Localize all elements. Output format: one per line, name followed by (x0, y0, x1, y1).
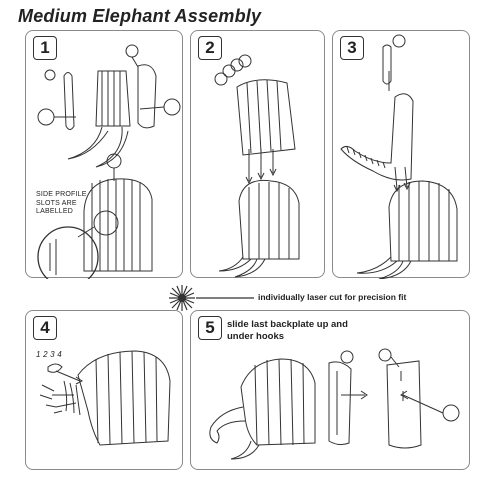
step-1-annotation: SIDE PROFILE SLOTS ARE LABELLED (36, 191, 87, 215)
step-5-instruction: slide last backplate up and under hooks (227, 319, 348, 342)
step-1-panel: 1 (25, 30, 183, 279)
laser-note-line (196, 297, 254, 299)
step-5-number: 5 (198, 316, 222, 340)
page-title: Medium Elephant Assembly (18, 6, 262, 26)
laser-note-text: individually laser cut for precision fit (258, 292, 407, 302)
step-3-illustration (340, 34, 458, 279)
step-1-number: 1 (33, 36, 57, 60)
laser-burst-icon (169, 285, 195, 311)
step-2-panel: 2 (190, 30, 325, 278)
step-3-panel: 3 (332, 30, 470, 279)
step-4-illustration (39, 350, 171, 446)
step-2-number: 2 (198, 36, 222, 60)
step-4-panel: 4 1 2 3 4 (25, 310, 183, 470)
step-4-slot-labels: 1 2 3 4 (36, 350, 62, 359)
step-2-illustration (214, 54, 300, 278)
step-3-number: 3 (340, 36, 364, 60)
step-1-illustration (37, 44, 181, 279)
step-4-number: 4 (33, 316, 57, 340)
step-5-illustration (209, 348, 460, 460)
step-5-panel: 5 slide last backplate up and under hook… (190, 310, 470, 470)
